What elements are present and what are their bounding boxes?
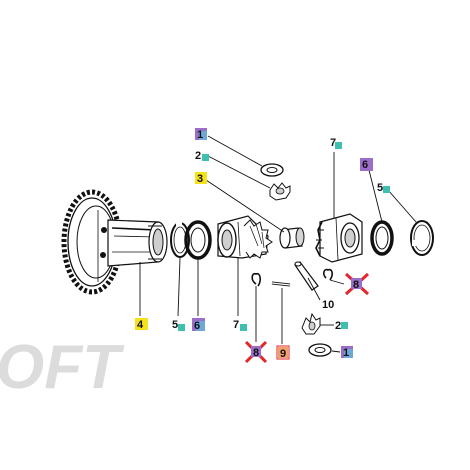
callout-3: 3 <box>195 172 207 185</box>
callout-10: 10 <box>322 299 334 311</box>
svg-text:5: 5 <box>377 182 383 194</box>
svg-text:4: 4 <box>137 319 144 331</box>
svg-text:8: 8 <box>353 279 359 291</box>
svg-text:8: 8 <box>253 347 259 359</box>
svg-text:1: 1 <box>197 129 203 141</box>
svg-text:7: 7 <box>233 319 239 331</box>
callout-6-top: 6 <box>360 158 373 171</box>
pinion-bushing <box>279 227 305 249</box>
shaft-body <box>107 219 168 267</box>
svg-text:2: 2 <box>195 150 201 162</box>
svg-text:2: 2 <box>335 320 341 332</box>
callout-5-bottom: 5 <box>172 319 185 331</box>
washer-bottom <box>308 343 332 357</box>
callout-7-bottom: 7 <box>233 319 247 331</box>
callout-8-right: 8 <box>344 272 370 296</box>
bevel-pinion-top <box>269 182 291 201</box>
callout-8-left: 8 <box>244 340 268 364</box>
small-pin <box>271 281 291 287</box>
callout-1-bottom: 1 <box>341 346 353 359</box>
circlip-right <box>410 220 434 256</box>
svg-text:10: 10 <box>322 299 334 311</box>
svg-text:9: 9 <box>280 348 286 360</box>
callout-4: 4 <box>135 318 148 331</box>
washer-top <box>260 163 284 177</box>
differential-housing-left <box>217 215 273 259</box>
svg-text:3: 3 <box>197 173 203 185</box>
svg-text:7: 7 <box>330 137 336 149</box>
svg-text:1: 1 <box>343 347 349 359</box>
leader-lines <box>139 135 417 353</box>
svg-text:6: 6 <box>194 320 200 332</box>
callout-9: 9 <box>276 345 290 360</box>
callout-2-bottom: 2 <box>335 320 348 332</box>
cross-pin <box>294 261 319 291</box>
differential-housing-right <box>315 213 363 263</box>
retaining-clip-right <box>323 268 333 281</box>
retaining-clip-left <box>251 272 261 287</box>
callout-2-top: 2 <box>195 150 209 162</box>
callout-5-top: 5 <box>377 182 390 194</box>
bevel-pinion-bottom <box>301 312 321 335</box>
svg-text:6: 6 <box>362 159 368 171</box>
callout-1-top: 1 <box>195 128 207 141</box>
callout-6-bottom: 6 <box>192 318 205 332</box>
callout-7-top: 7 <box>330 137 342 149</box>
shaft-gear-assembly <box>61 189 168 295</box>
watermark-logo: OFT <box>0 333 125 402</box>
svg-text:5: 5 <box>172 319 178 331</box>
ring-right <box>370 220 394 256</box>
